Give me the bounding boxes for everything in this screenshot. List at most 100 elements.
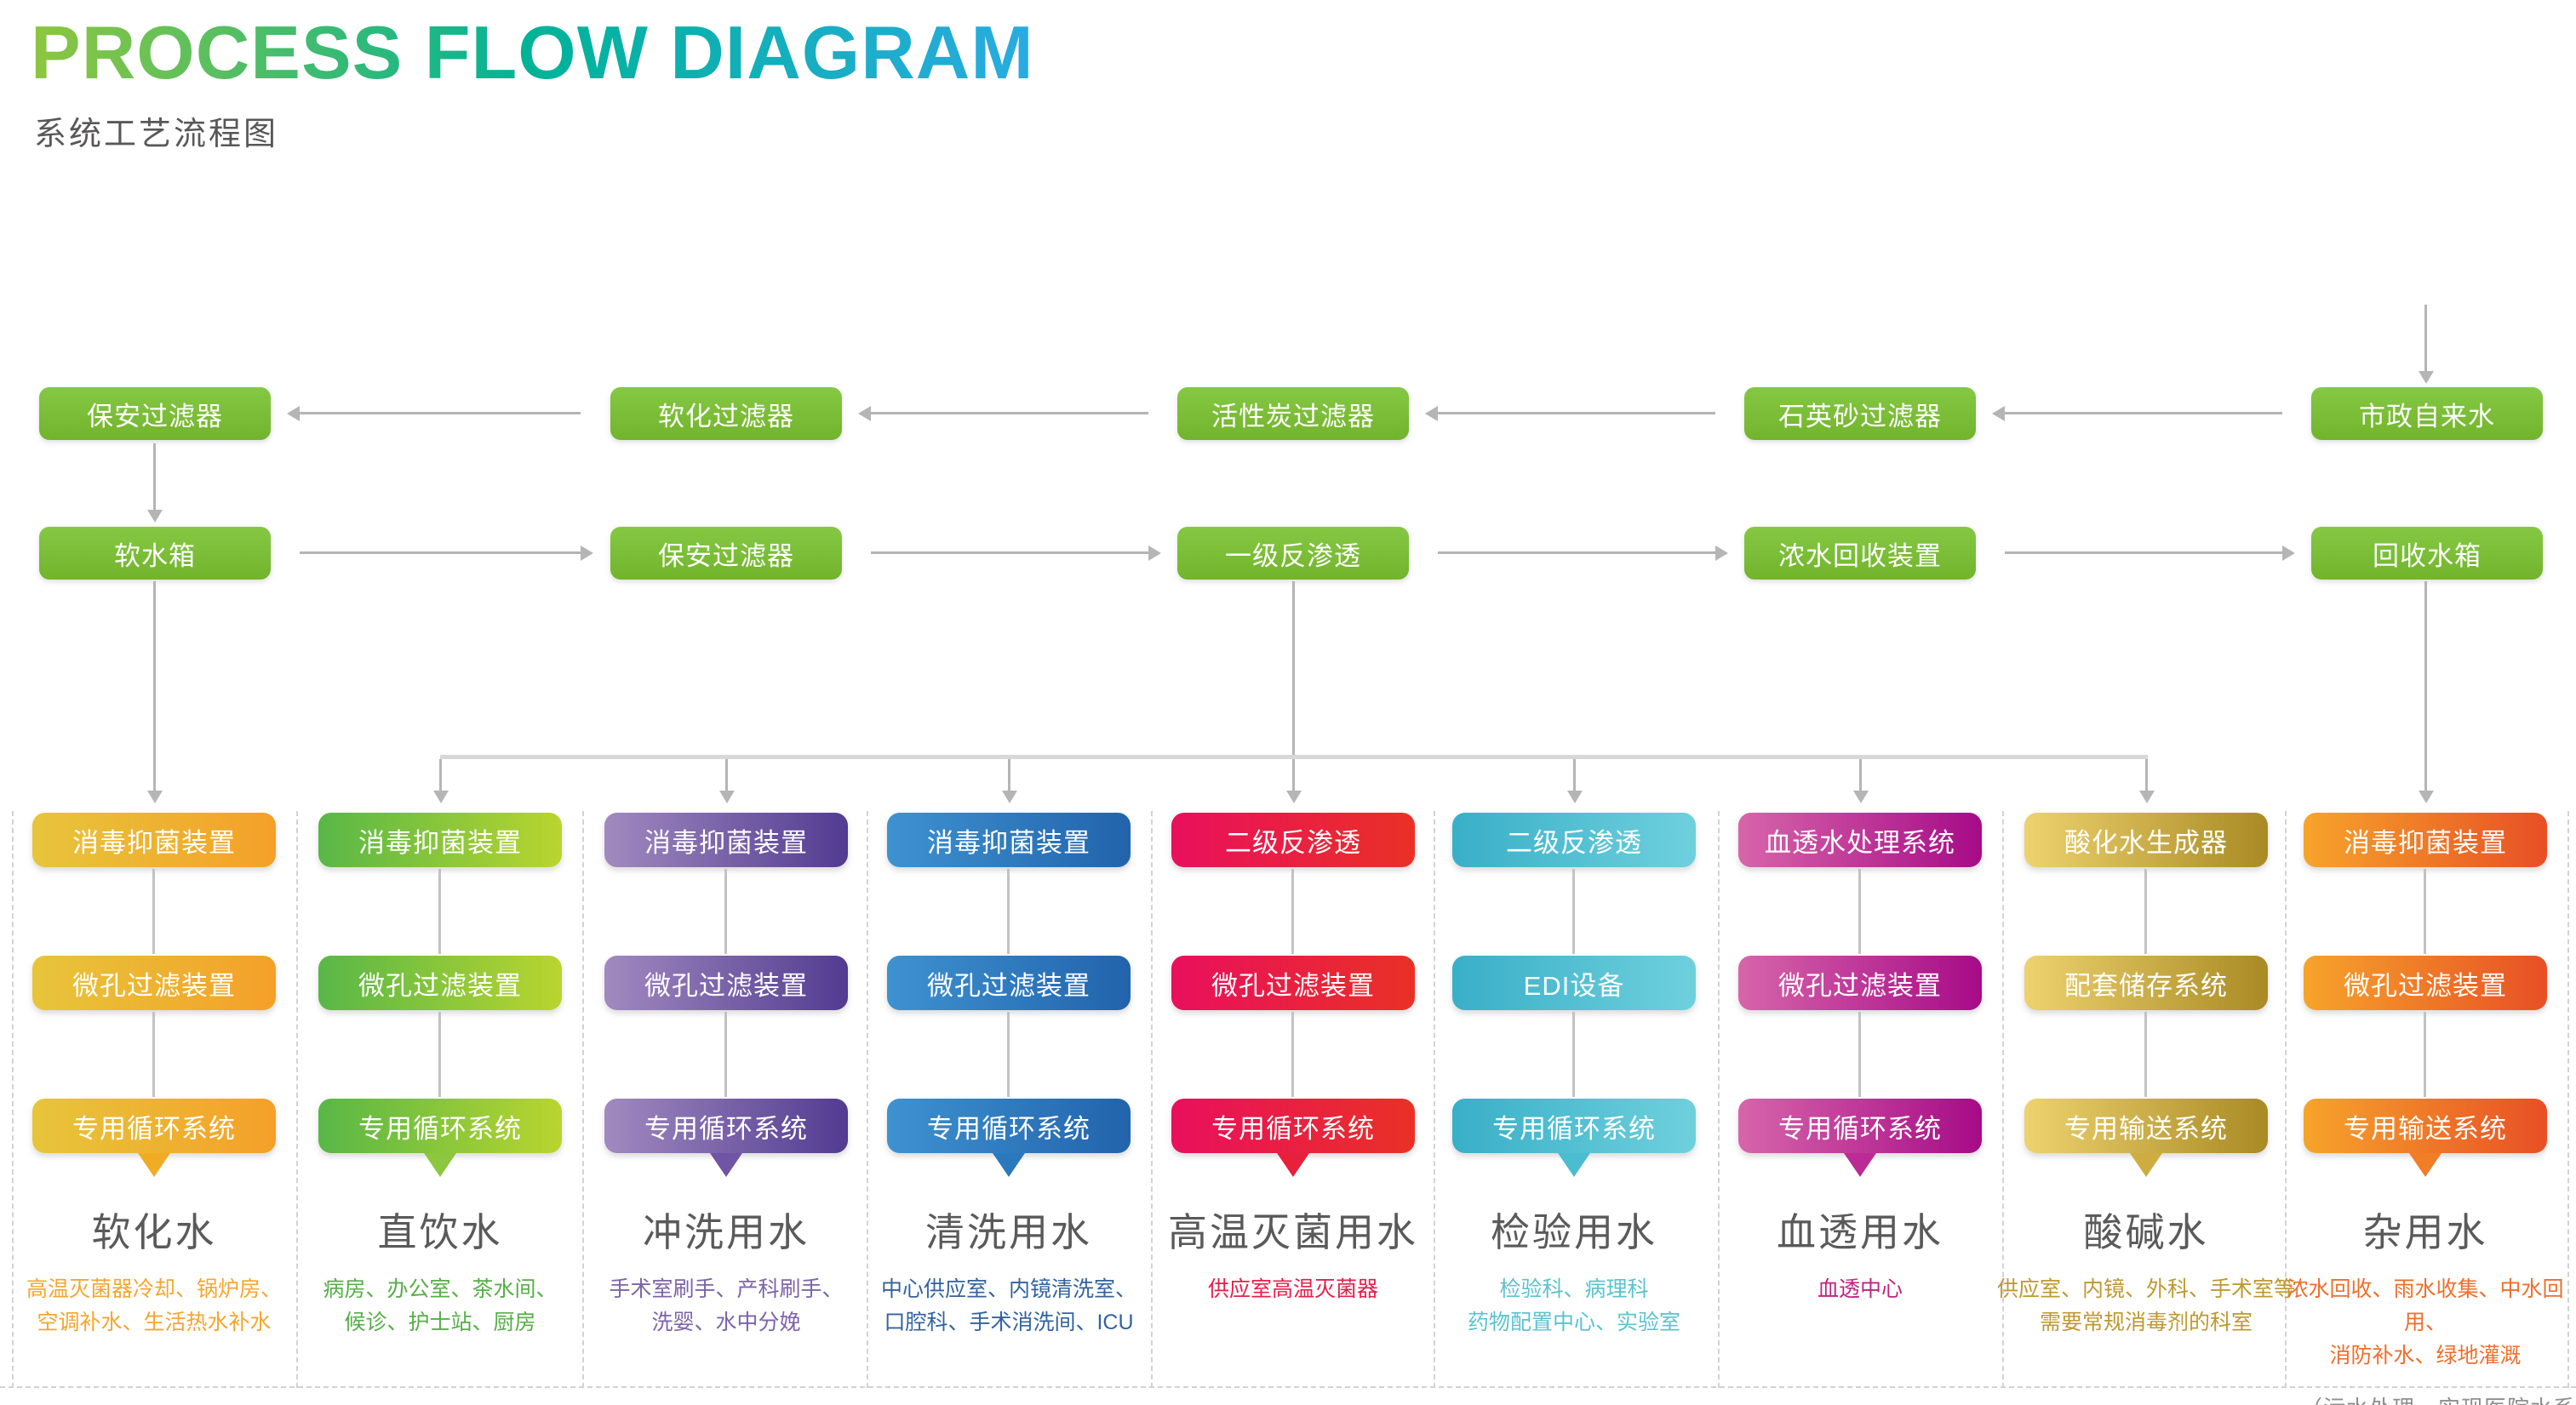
description-line: 药物配置中心、实验室 (1467, 1311, 1680, 1334)
stage2-box: 微孔过滤装置 (1171, 956, 1415, 1010)
stage1-box: 消毒抑菌装置 (318, 813, 562, 867)
category-title: 清洗用水 (925, 1210, 1092, 1254)
column-separator (2002, 811, 2004, 1388)
description-line: 病房、办公室、茶水间、 (323, 1277, 558, 1301)
stage2-box: 配套储存系统 (2024, 956, 2268, 1010)
stage2-box: 微孔过滤装置 (2304, 956, 2547, 1010)
column-separator (2567, 811, 2569, 1388)
column-separator (2285, 811, 2287, 1388)
stage3-box: 专用输送系统 (2024, 1099, 2268, 1177)
branch-arrow-down (439, 759, 442, 791)
connector-line (1572, 869, 1575, 954)
stage1-box: 消毒抑菌装置 (2304, 813, 2547, 867)
stage3-box: 专用循环系统 (32, 1099, 276, 1177)
description-line: 洗婴、水中分娩 (651, 1311, 801, 1334)
stage2-box: 微孔过滤装置 (887, 956, 1131, 1010)
stage3-box: 专用循环系统 (1738, 1099, 1982, 1177)
column-separator (582, 811, 584, 1388)
flow-arrow-left (300, 412, 581, 414)
connector-line (724, 1012, 727, 1097)
footer-note: （污水处理，实现医院水系统闭环） (2300, 1391, 2576, 1405)
stage1-box: 二级反渗透 (1452, 813, 1696, 867)
category-description: 病房、办公室、茶水间、候诊、护士站、厨房 (281, 1273, 599, 1339)
stage2-box: 微孔过滤装置 (318, 956, 562, 1010)
connector-line (1291, 869, 1294, 954)
branch-arrow-down (1292, 759, 1295, 791)
branch-arrow-down (1859, 759, 1862, 791)
category-title: 检验用水 (1491, 1210, 1657, 1254)
column-separator (867, 811, 868, 1388)
category-title: 血透用水 (1777, 1210, 1943, 1254)
column-separator (1718, 811, 1720, 1388)
recovery-box-recycled-water-tank: 回收水箱 (2311, 527, 2543, 580)
flow-arrow-right (1438, 551, 1715, 554)
connector-line (2424, 1012, 2426, 1097)
connector-line (1291, 1012, 1294, 1097)
stage3-box: 专用循环系统 (887, 1099, 1131, 1177)
pretreatment-box-municipal-tap-water: 市政自来水 (2311, 387, 2543, 440)
recovery-box-soft-water-tank: 软水箱 (39, 527, 271, 580)
stage2-box: 微孔过滤装置 (1738, 956, 1982, 1010)
category-description: 检验科、病理科药物配置中心、实验室 (1415, 1273, 1733, 1339)
description-line: 供应室、内镜、外科、手术室等 (1996, 1277, 2295, 1301)
description-line: 供应室高温灭菌器 (1207, 1277, 1378, 1301)
connector-line (438, 869, 441, 954)
category-description: 浓水回收、雨水收集、中水回用、消防补水、绿地灌溉 (2266, 1273, 2576, 1373)
category-description: 中心供应室、内镜清洗室、口腔科、手术消洗间、ICU (850, 1273, 1168, 1339)
stage3-box: 专用循环系统 (1452, 1099, 1696, 1177)
category-title: 高温灭菌用水 (1168, 1210, 1418, 1254)
description-line: 高温灭菌器冷却、锅炉房、 (26, 1277, 282, 1301)
connector-line (1007, 869, 1010, 954)
connector-line (2144, 869, 2147, 954)
recovery-box-first-stage-ro: 一级反渗透 (1177, 527, 1409, 580)
flow-arrow-left (2005, 412, 2282, 414)
connector-line (1572, 1012, 1575, 1097)
category-description: 供应室高温灭菌器 (1134, 1273, 1452, 1306)
connector-line (152, 869, 155, 954)
description-line: 检验科、病理科 (1499, 1277, 1649, 1301)
description-line: 血透中心 (1817, 1277, 1903, 1301)
category-title: 直饮水 (377, 1210, 503, 1254)
column-separator (296, 811, 298, 1388)
flow-arrow-right (300, 551, 581, 554)
category-description: 手术室刷手、产科刷手、洗婴、水中分娩 (567, 1273, 885, 1339)
stage2-box: 微孔过滤装置 (604, 956, 848, 1010)
description-line: 浓水回收、雨水收集、中水回用、 (2287, 1277, 2564, 1334)
page-title: PROCESS FLOW DIAGRAM (31, 10, 1034, 94)
recovery-box-security-filter: 保安过滤器 (610, 527, 842, 580)
flow-arrow-right (871, 551, 1148, 554)
pretreatment-box-quartz-sand-filter: 石英砂过滤器 (1744, 387, 1976, 440)
stage3-box: 专用循环系统 (604, 1099, 848, 1177)
connector-line (724, 869, 727, 954)
column-separator (1434, 811, 1435, 1388)
category-title: 冲洗用水 (643, 1210, 810, 1254)
description-line: 空调补水、生活热水补水 (37, 1311, 272, 1334)
connector-line (2144, 1012, 2147, 1097)
branch-arrow-down (2145, 759, 2148, 791)
distribution-bar (440, 755, 2148, 759)
stage3-box: 专用循环系统 (1171, 1099, 1415, 1177)
category-title: 软化水 (91, 1210, 217, 1254)
inflow-arrow-down (2424, 305, 2427, 371)
category-description: 血透中心 (1701, 1273, 2019, 1306)
stage1-box: 血透水处理系统 (1738, 813, 1982, 867)
stage1-box: 酸化水生成器 (2024, 813, 2268, 867)
connector-line (1007, 1012, 1010, 1097)
flow-arrow-right (2005, 551, 2282, 554)
connector-line (438, 1012, 441, 1097)
description-line: 口腔科、手术消洗间、ICU (884, 1311, 1134, 1334)
category-description: 高温灭菌器冷却、锅炉房、空调补水、生活热水补水 (0, 1273, 313, 1339)
stage3-box: 专用输送系统 (2304, 1099, 2547, 1177)
description-line: 中心供应室、内镜清洗室、 (880, 1277, 1136, 1301)
description-line: 消防补水、绿地灌溉 (2329, 1344, 2522, 1368)
category-title: 杂用水 (2362, 1210, 2488, 1254)
stage1-box: 消毒抑菌装置 (32, 813, 276, 867)
flow-arrow-down (153, 443, 156, 510)
connector-line (152, 1012, 155, 1097)
column-separator (12, 811, 14, 1388)
recovery-box-concentrate-recovery: 浓水回收装置 (1744, 527, 1976, 580)
description-line: 候诊、护士站、厨房 (344, 1311, 536, 1334)
branch-arrow-down (1573, 759, 1576, 791)
flow-arrow-left (871, 412, 1148, 414)
